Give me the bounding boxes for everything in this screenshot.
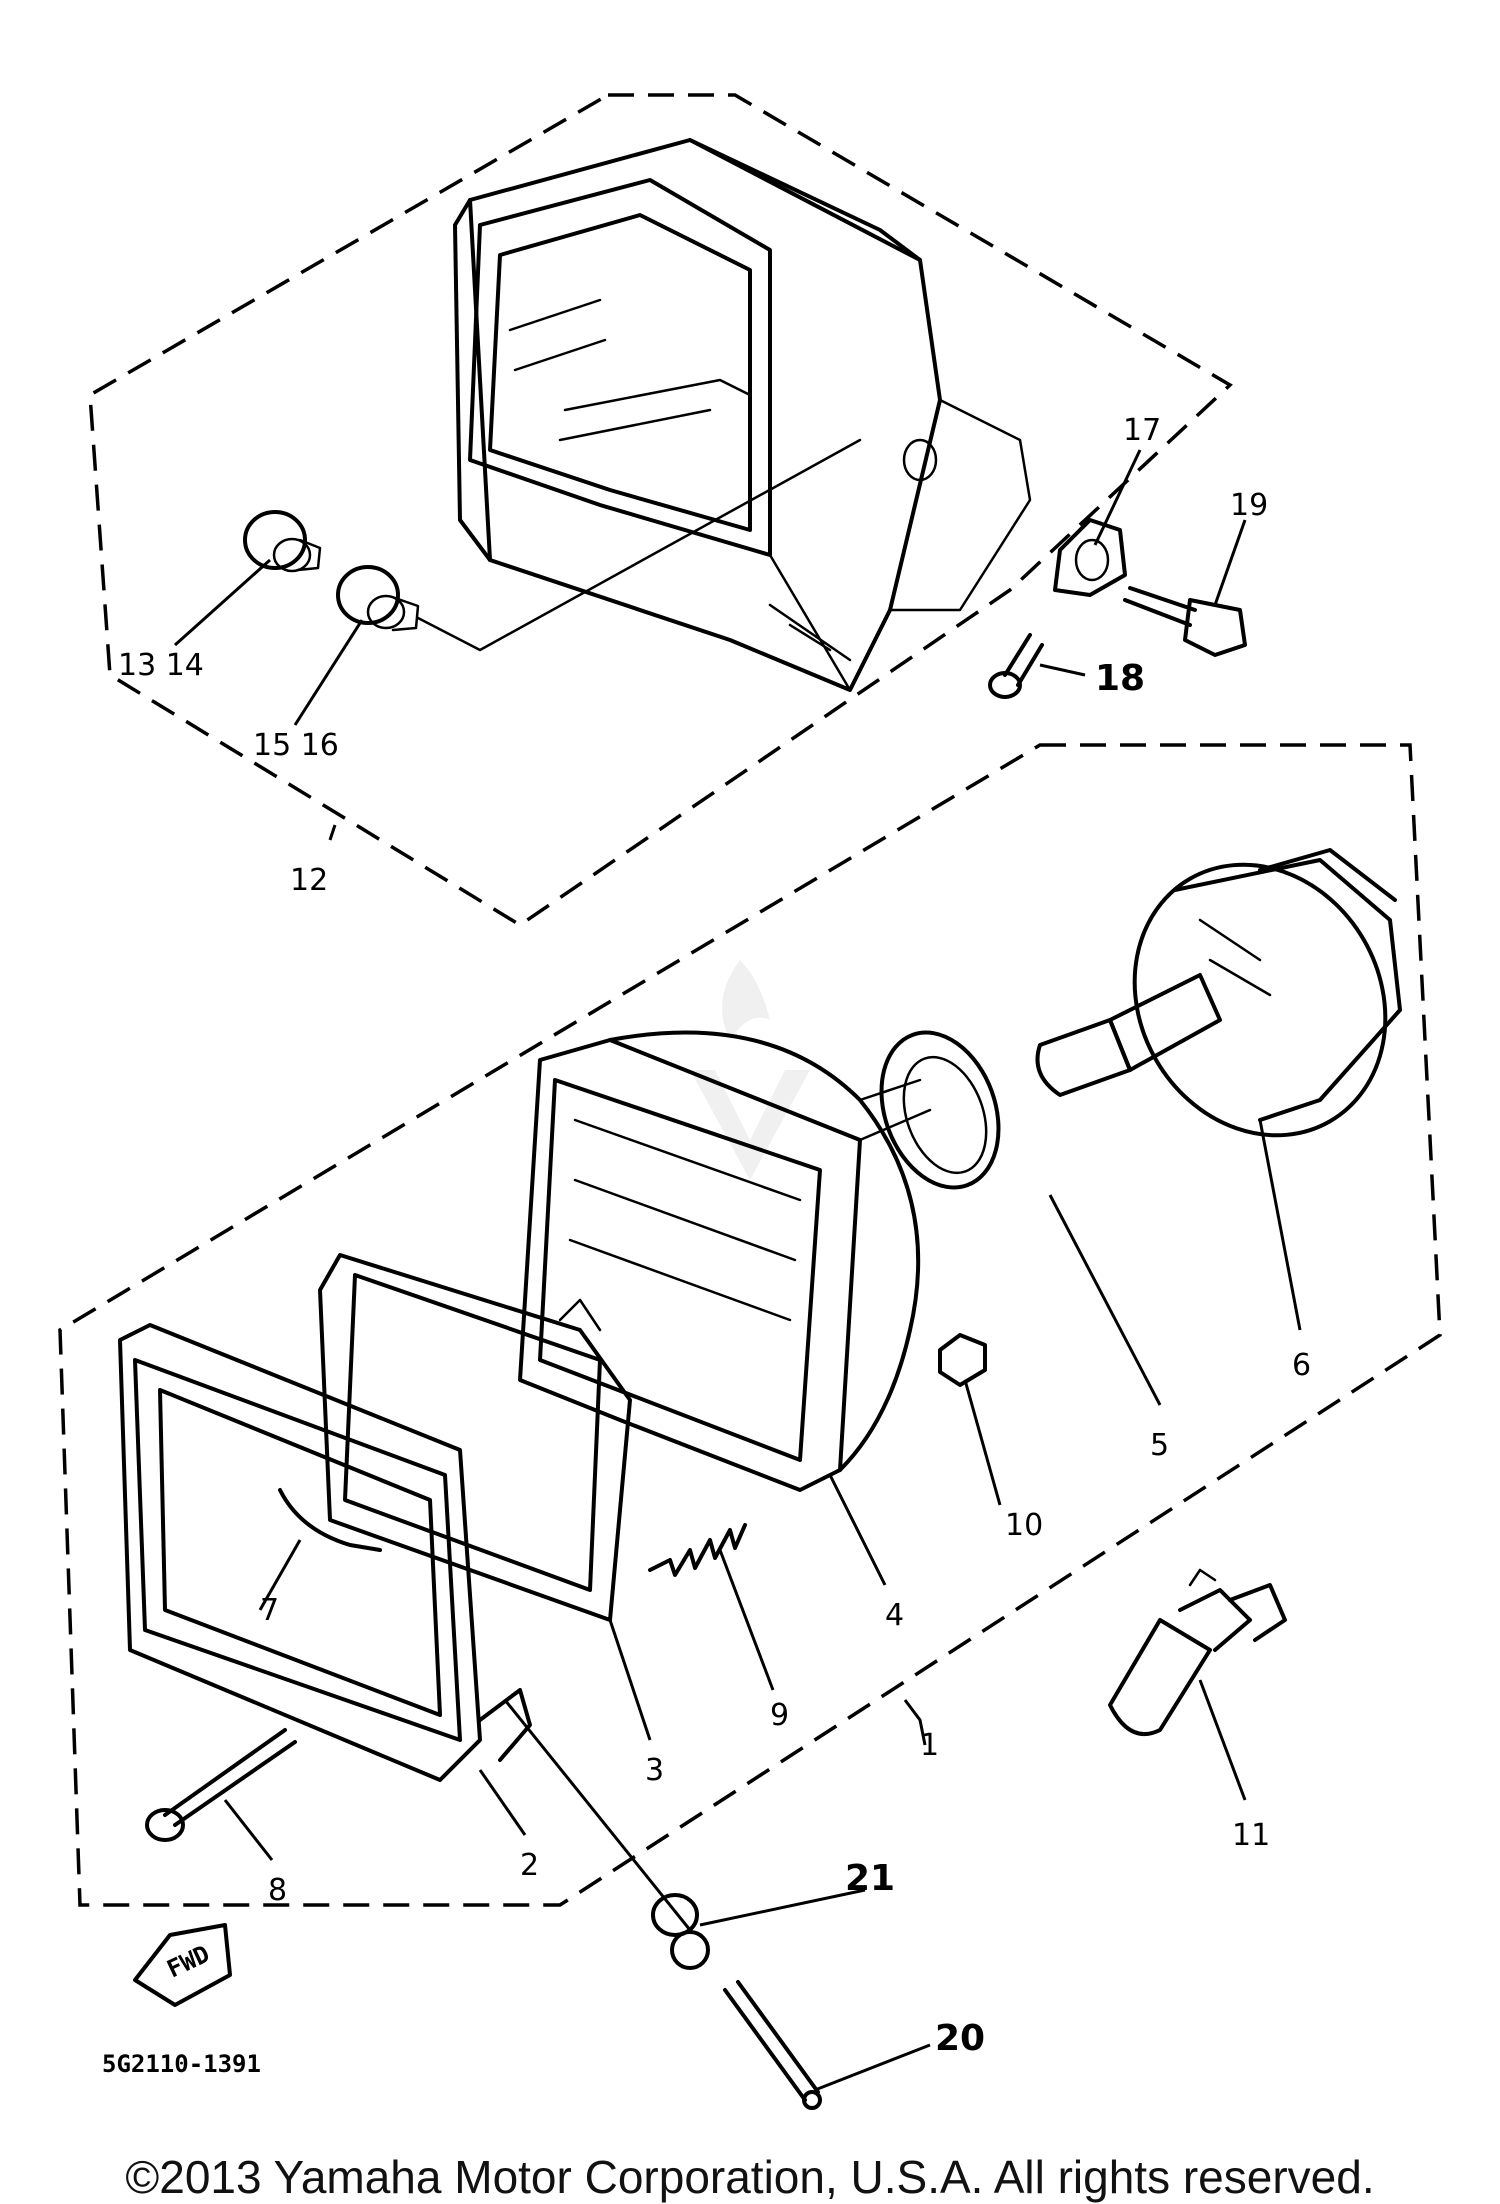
callout-9: 9 xyxy=(770,1698,789,1733)
callout-3: 3 xyxy=(645,1753,664,1788)
callout-4: 4 xyxy=(885,1598,904,1633)
callout-10: 10 xyxy=(1005,1508,1043,1543)
group-1-boundary xyxy=(58,743,1442,1907)
grommet-21 xyxy=(651,1893,710,1970)
callout-20: 20 xyxy=(935,2018,985,2059)
svg-text:FWD: FWD xyxy=(163,1940,214,1984)
callout-11: 11 xyxy=(1232,1818,1270,1853)
callout-21: 21 xyxy=(845,1858,895,1899)
socket-13-14 xyxy=(243,510,322,573)
spring-clip-7 xyxy=(278,1488,382,1552)
callout-6: 6 xyxy=(1292,1348,1311,1383)
callout-12: 12 xyxy=(290,863,328,898)
callout-7: 7 xyxy=(260,1593,279,1628)
bulb-11 xyxy=(1108,1568,1287,1736)
callout-18: 18 xyxy=(1095,658,1145,699)
callout-8: 8 xyxy=(268,1873,287,1908)
screw-8 xyxy=(145,1728,297,1842)
diagram-part-code: 5G2110-1391 xyxy=(102,2050,261,2078)
callout-17: 17 xyxy=(1123,413,1161,448)
callout-2: 2 xyxy=(520,1848,539,1883)
bolt-19 xyxy=(1123,586,1247,657)
ring-5 xyxy=(879,1030,1001,1190)
bezel-2 xyxy=(118,1323,532,1782)
socket-cover-6 xyxy=(1035,848,1402,1138)
socket-15-16 xyxy=(336,565,420,632)
callout-13-14: 13 14 xyxy=(118,648,204,683)
callout-5: 5 xyxy=(1150,1428,1169,1463)
callout-19: 19 xyxy=(1230,488,1268,523)
sealed-beam-4 xyxy=(518,1030,932,1492)
headlight-housing xyxy=(453,138,1032,692)
watermark-logo xyxy=(690,960,810,1180)
callouts: 12 13 14 15 16 17 19 18 6 5 10 4 7 3 9 1… xyxy=(118,413,1311,2059)
leader-lines xyxy=(173,449,1302,2092)
rim-3 xyxy=(318,1253,632,1622)
spring-9 xyxy=(648,1523,747,1577)
fwd-arrow: FWD xyxy=(133,1923,232,2007)
screw-18 xyxy=(988,633,1044,699)
socket-wire xyxy=(416,438,862,652)
group-12-boundary xyxy=(88,93,1233,928)
nut-10 xyxy=(938,1333,987,1387)
callout-1: 1 xyxy=(920,1728,939,1763)
screw-20 xyxy=(723,1980,822,2110)
callout-15-16: 15 16 xyxy=(253,728,339,763)
copyright-notice: ©2013 Yamaha Motor Corporation, U.S.A. A… xyxy=(125,2151,1375,2203)
damper-17 xyxy=(1053,518,1127,597)
